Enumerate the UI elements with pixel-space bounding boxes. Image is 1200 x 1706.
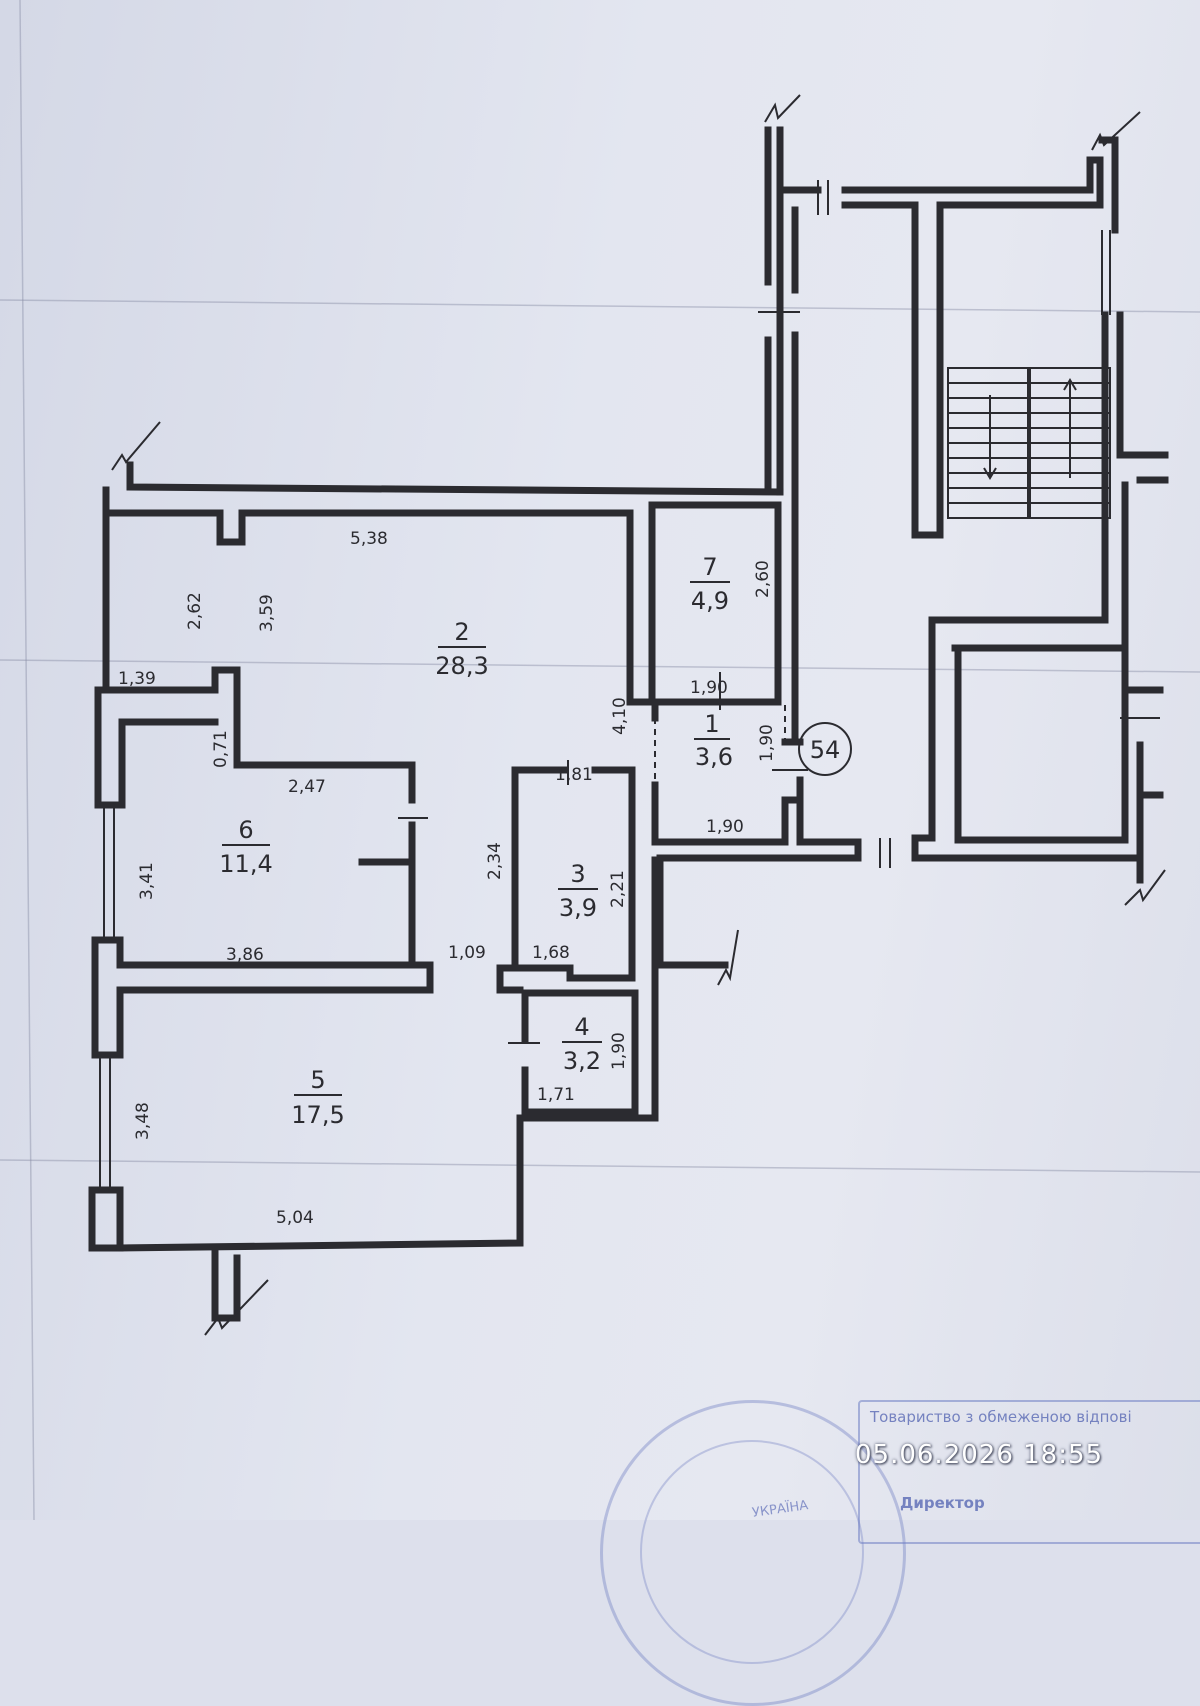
dimension-label: 5,38 [350,529,388,549]
dimension-label: 1,90 [690,678,728,698]
room-labels: 1 3,6 2 28,3 3 3,9 4 3,2 5 17,5 6 11,4 [219,553,733,1129]
dimension-label: 4,10 [610,697,630,735]
dimension-label: 2,62 [185,592,205,630]
dimension-label: 5,04 [276,1208,314,1228]
dimension-label: 2,21 [608,870,628,908]
room-area: 4,9 [691,587,729,615]
room-label-7: 7 4,9 [690,553,730,615]
dimension-label: 3,41 [137,862,157,900]
room-label-4: 4 3,2 [562,1013,602,1075]
paper-sheet [0,0,1200,1520]
apartment-number: 54 [810,736,841,764]
dimension-label: 1,09 [448,943,486,963]
dimension-label: 3,59 [257,594,277,632]
room-area: 3,2 [563,1047,601,1075]
dimension-label: 1,68 [532,943,570,963]
dimension-label: 2,47 [288,777,326,797]
room-area: 3,9 [559,894,597,922]
apartment-walls [88,126,862,1322]
room-number: 4 [574,1013,589,1041]
dimension-label: 1,39 [118,669,156,689]
floor-plan: 54 1 3,6 2 28,3 3 3,9 4 3,2 5 17,5 6 [0,0,1200,1520]
room-number: 3 [570,860,585,888]
room-area: 28,3 [435,652,488,680]
paper-ruling [0,0,1200,1520]
room-area: 11,4 [219,850,272,878]
break-lines [111,94,1166,1336]
openings [99,180,1160,1190]
stamp-company-text: Товариство з обмеженою відпові [870,1408,1132,1426]
dimension-label: 1,81 [555,765,593,785]
room-number: 2 [454,618,469,646]
room-number: 1 [704,710,719,738]
room-number: 5 [310,1066,325,1094]
apartment-number-circle [798,722,852,776]
room-label-3: 3 3,9 [558,860,598,922]
dimension-label: 1,90 [609,1032,629,1070]
room-label-6: 6 11,4 [219,816,272,878]
room-number: 7 [702,553,717,581]
room-label-1: 1 3,6 [694,710,733,771]
photo-timestamp: 05.06.2026 18:55 [855,1440,1104,1470]
dimension-labels: 5,38 2,62 3,59 1,39 0,71 2,47 3,41 3,86 … [118,529,777,1228]
dimension-label: 3,86 [226,945,264,965]
dimension-label: 0,71 [211,730,231,768]
dimension-label: 3,48 [133,1102,153,1140]
official-seal-inner-ring [640,1440,864,1664]
stair-core-walls [841,136,1169,884]
room-area: 17,5 [291,1101,344,1129]
room-label-5: 5 17,5 [291,1066,344,1129]
dimension-label: 1,71 [537,1085,575,1105]
dimension-label: 2,60 [753,560,773,598]
dimension-label: 1,90 [757,724,777,762]
stairs [947,367,1111,519]
room-number: 6 [238,816,253,844]
room-label-2: 2 28,3 [435,618,488,680]
dimension-label: 2,34 [485,842,505,880]
room-area: 3,6 [695,743,733,771]
dimension-label: 1,90 [706,817,744,837]
stamp-director-text: Директор [900,1494,985,1512]
